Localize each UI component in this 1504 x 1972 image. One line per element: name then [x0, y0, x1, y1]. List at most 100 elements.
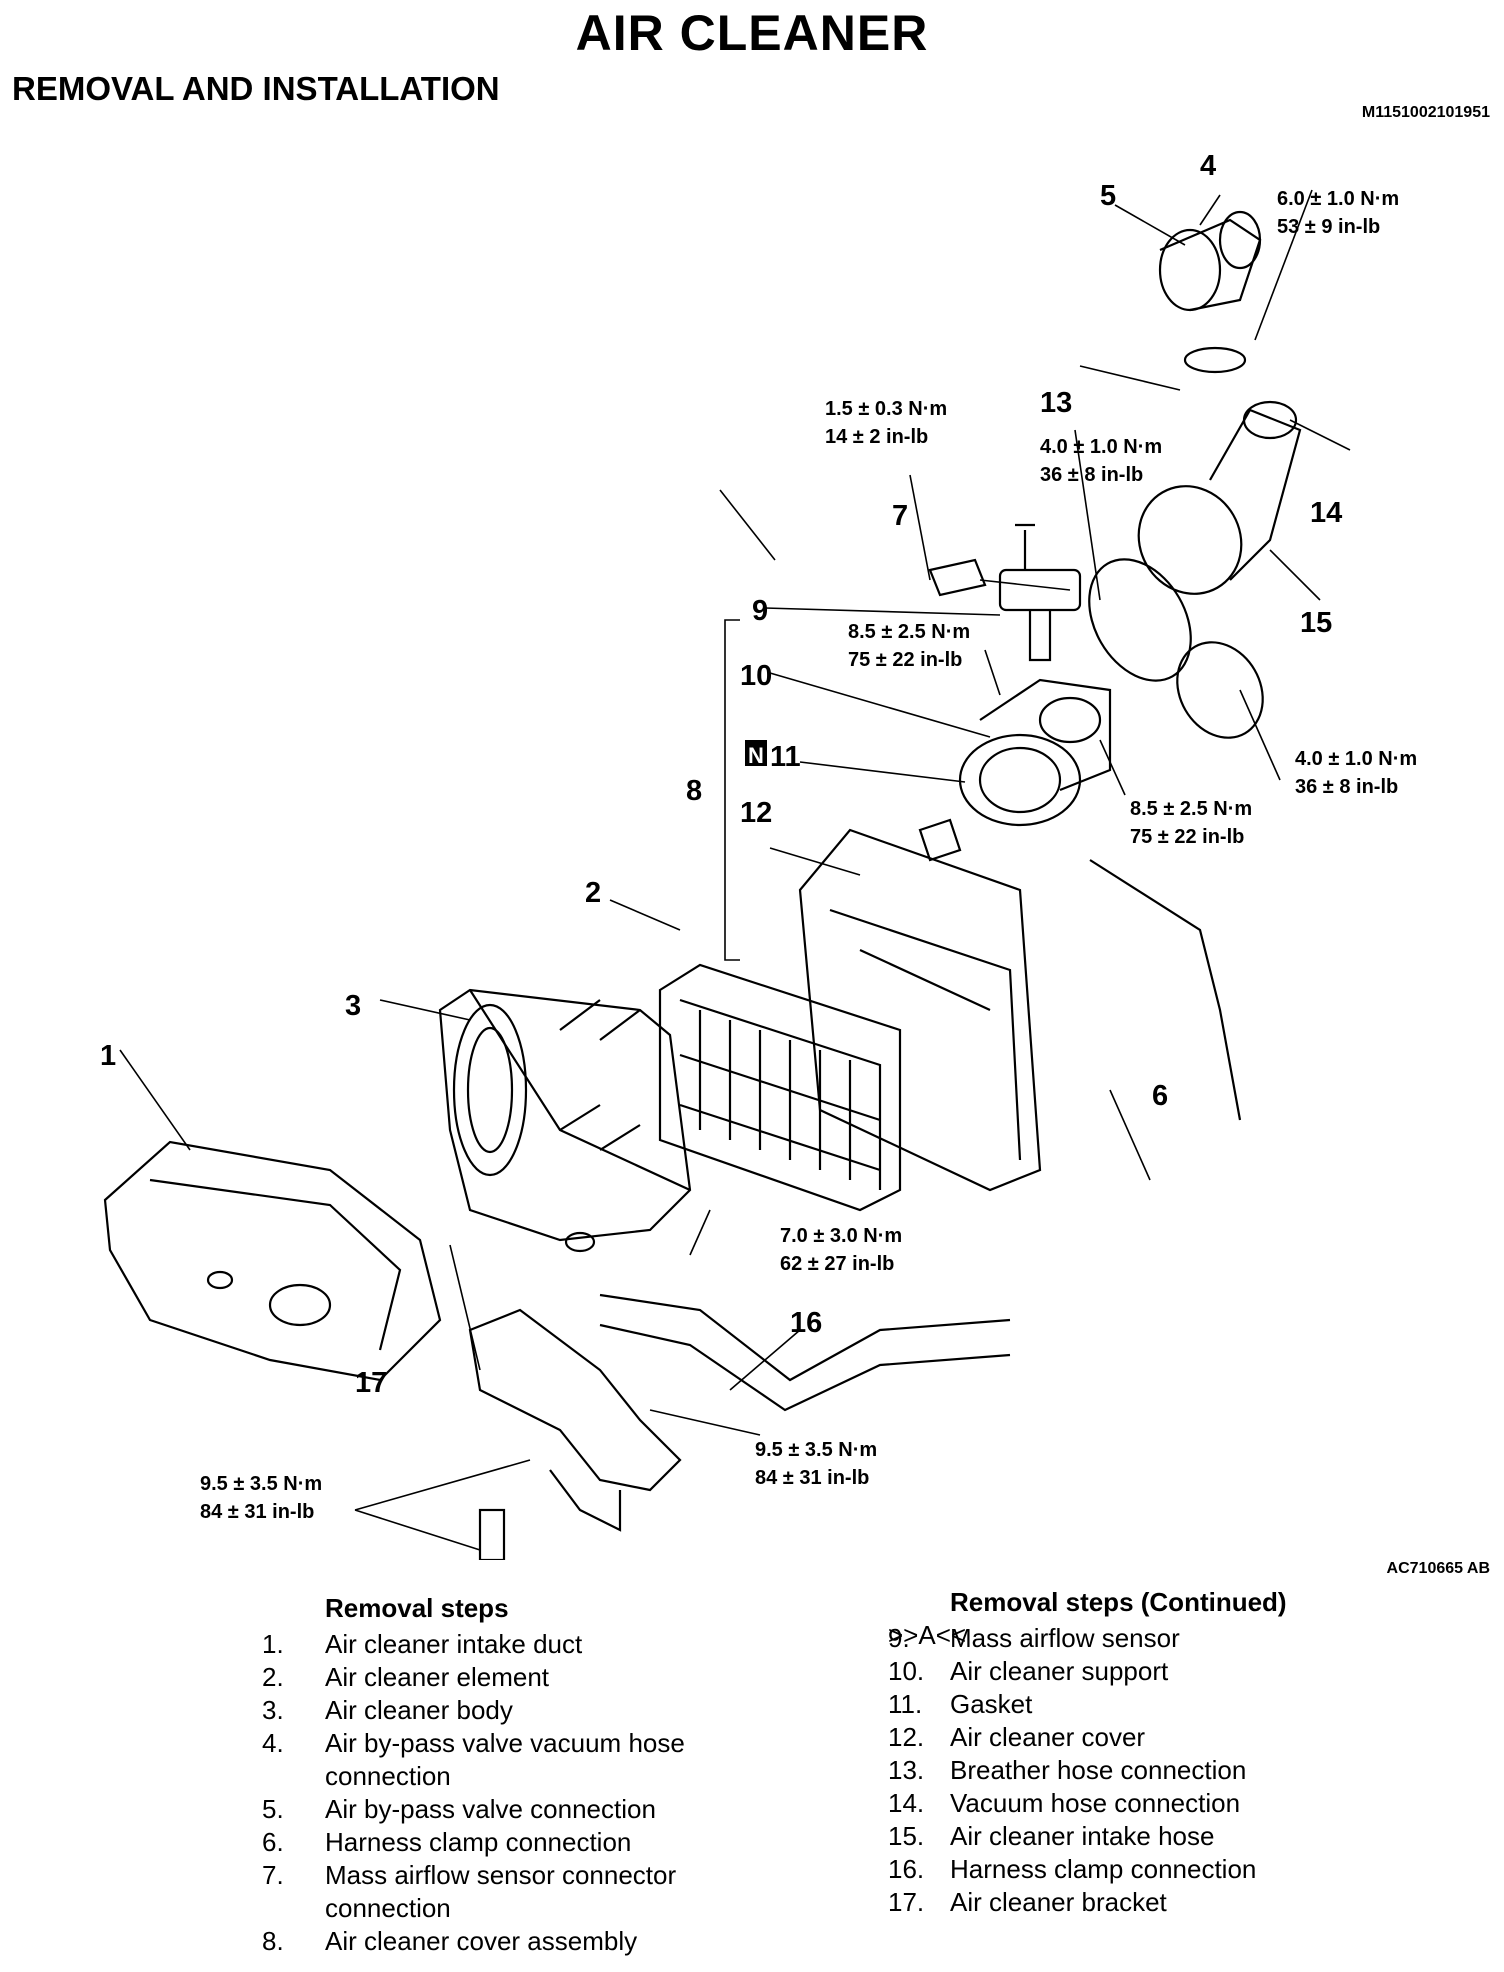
step-item: 10. Air cleaner support: [888, 1655, 1360, 1688]
step-item: 2. Air cleaner element: [262, 1661, 715, 1694]
removal-steps-heading: Removal steps: [325, 1593, 509, 1623]
step-item: 13. Breather hose connection: [888, 1754, 1360, 1787]
step-text: Air cleaner cover assembly: [325, 1926, 638, 1956]
callout-4: 4: [1200, 150, 1216, 182]
callout-16: 16: [790, 1307, 822, 1339]
step-item: 3. Air cleaner body: [262, 1694, 715, 1727]
callout-3: 3: [345, 990, 361, 1022]
step-number: 10.: [888, 1656, 925, 1686]
torque-inlb: 53 ± 9 in-lb: [1277, 216, 1380, 238]
gasket-and-support-part: [958, 678, 1112, 827]
mass-airflow-sensor-part: [998, 523, 1082, 662]
step-text: Air cleaner body: [325, 1695, 513, 1725]
torque-nm: 1.5 ± 0.3 N·m: [825, 398, 947, 420]
section-subtitle: REMOVAL AND INSTALLATION: [12, 70, 500, 107]
step-number: 9.: [888, 1623, 910, 1653]
step-item: 15. Air cleaner intake hose: [888, 1820, 1360, 1853]
step-text: Mass airflow sensor connector connection: [325, 1860, 677, 1923]
callout-1: 1: [100, 1040, 116, 1072]
air-cleaner-cover-part: [798, 818, 1042, 1192]
exploded-diagram: 1 2 3 4 5 6 7 8 9 10 N 11 12 13 14 15 16…: [100, 150, 1417, 1560]
new-part-mark: N: [748, 743, 764, 768]
step-number: 7.: [262, 1860, 284, 1890]
step-number: 3.: [262, 1695, 284, 1725]
step-item: 17. Air cleaner bracket: [888, 1886, 1360, 1919]
torque-nm: 4.0 ± 1.0 N·m: [1295, 748, 1417, 770]
torque-inlb: 75 ± 22 in-lb: [848, 649, 962, 671]
torque-inlb: 36 ± 8 in-lb: [1295, 776, 1398, 798]
step-text: Air cleaner element: [325, 1662, 549, 1692]
air-cleaner-body-part: [438, 988, 692, 1253]
torque-inlb: 84 ± 31 in-lb: [200, 1501, 314, 1523]
step-text: Air cleaner bracket: [950, 1887, 1167, 1917]
intake-duct-part: [103, 1140, 442, 1382]
connector-part: [928, 558, 987, 597]
step-item: 14. Vacuum hose connection: [888, 1787, 1360, 1820]
document-code: M1151002101951: [1361, 104, 1490, 121]
callout-17: 17: [355, 1367, 387, 1399]
step-number: 8.: [262, 1926, 284, 1956]
step-number: 11.: [888, 1689, 923, 1719]
step-number: 17.: [888, 1887, 925, 1917]
hose-clamp-upper: [1088, 558, 1192, 682]
step-number: 12.: [888, 1722, 925, 1752]
intake-hose-part: [1137, 400, 1302, 595]
torque-nm: 9.5 ± 3.5 N·m: [200, 1473, 322, 1495]
torque-nm: 9.5 ± 3.5 N·m: [755, 1439, 877, 1461]
step-number: 6.: [262, 1827, 284, 1857]
harness-part: [599, 1293, 1011, 1382]
callout-2: 2: [585, 877, 601, 909]
torque-inlb: 62 ± 27 in-lb: [780, 1253, 894, 1275]
step-text: Air cleaner support: [950, 1656, 1169, 1686]
torque-nm: 4.0 ± 1.0 N·m: [1040, 436, 1162, 458]
step-item: 5. Air by-pass valve connection: [262, 1793, 715, 1826]
torque-nm: 6.0 ± 1.0 N·m: [1277, 188, 1399, 210]
callout-5: 5: [1100, 180, 1116, 212]
step-text: Air cleaner intake hose: [950, 1821, 1215, 1851]
step-text: Breather hose connection: [950, 1755, 1247, 1785]
step-number: 13.: [888, 1755, 925, 1785]
torque-nm: 8.5 ± 2.5 N·m: [848, 621, 970, 643]
step-text: Air cleaner intake duct: [325, 1629, 583, 1659]
step-text: Air by-pass valve connection: [325, 1794, 656, 1824]
callout-13: 13: [1040, 387, 1072, 419]
callout-14: 14: [1310, 497, 1342, 529]
torque-inlb: 84 ± 31 in-lb: [755, 1467, 869, 1489]
callout-15: 15: [1300, 607, 1332, 639]
step-item: 7. Mass airflow sensor connector connecti…: [262, 1859, 715, 1925]
bypass-valve-part: [1158, 210, 1262, 374]
step-item: 8. Air cleaner cover assembly: [262, 1925, 715, 1958]
callout-11: 11: [770, 741, 801, 773]
callout-7: 7: [892, 500, 908, 532]
torque-inlb: 75 ± 22 in-lb: [1130, 826, 1244, 848]
callout-9: 9: [752, 595, 768, 627]
removal-steps-continued-list: Removal steps (Continued) 9.Mass airflow…: [888, 1587, 1360, 1919]
step-text: Vacuum hose connection: [950, 1788, 1241, 1818]
step-number: 16.: [888, 1854, 925, 1884]
step-text: Harness clamp connection: [325, 1827, 632, 1857]
torque-nm: 8.5 ± 2.5 N·m: [1130, 798, 1252, 820]
step-text: Air by-pass valve vacuum hose connection: [325, 1728, 685, 1791]
hose-clamp-lower: [1176, 641, 1264, 739]
figure-code: AC710665 AB: [1386, 1560, 1490, 1577]
service-point-mark: >>A<<: [888, 1620, 967, 1650]
step-number: 5.: [262, 1794, 284, 1824]
step-item: 9. Mass airflow sensor: [888, 1622, 1360, 1655]
step-item: 12. Air cleaner cover: [888, 1721, 1360, 1754]
torque-nm: 7.0 ± 3.0 N·m: [780, 1225, 902, 1247]
step-text: Gasket: [950, 1689, 1033, 1719]
step-item: 4.Air by-pass valve vacuum hose connecti…: [262, 1727, 715, 1793]
step-text: Mass airflow sensor: [950, 1623, 1180, 1653]
step-item: 1.Air cleaner intake duct: [262, 1628, 715, 1661]
step-item: 11. Gasket: [888, 1688, 1360, 1721]
torque-inlb: 36 ± 8 in-lb: [1040, 464, 1143, 486]
air-cleaner-bracket-part: [468, 1308, 682, 1560]
air-cleaner-element-part: [658, 963, 902, 1212]
step-number: 14.: [888, 1788, 925, 1818]
step-text: Air cleaner cover: [950, 1722, 1146, 1752]
callout-8: 8: [686, 775, 702, 807]
step-number: 15.: [888, 1821, 925, 1851]
step-number: 2.: [262, 1662, 284, 1692]
harness-hose-part: [1089, 859, 1242, 1121]
